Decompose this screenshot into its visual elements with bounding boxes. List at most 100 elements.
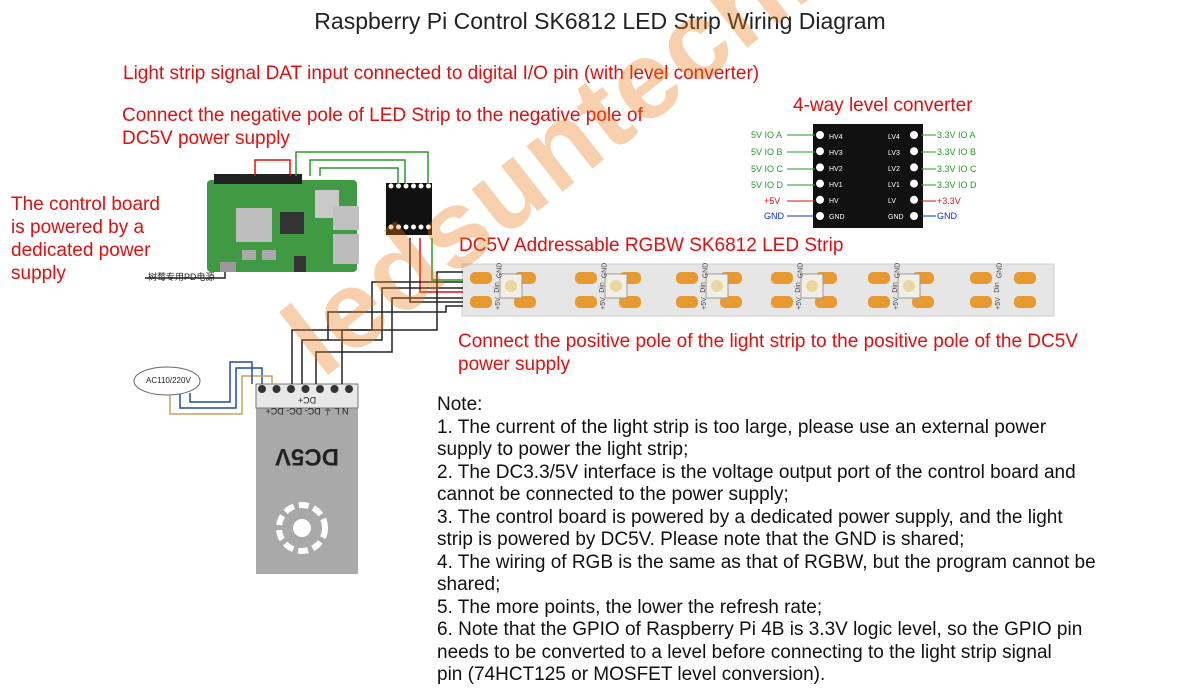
converter-pin xyxy=(816,131,824,139)
lc-chip-left: GND xyxy=(829,214,845,221)
lc-chip-left: HV4 xyxy=(829,134,843,141)
lc-right-label: GND xyxy=(937,211,957,221)
ac-input-cloud xyxy=(133,366,201,396)
strip-solder-pad xyxy=(470,296,492,308)
ac-input-label: AC110/220V xyxy=(146,376,191,385)
strip-name: DC5V Addressable RGBW SK6812 LED Strip xyxy=(459,235,844,256)
strip-pad-label: GND xyxy=(797,262,805,279)
lc-left-label: 5V IO D xyxy=(751,180,784,190)
led-core xyxy=(610,280,622,292)
strip-solder-pad xyxy=(676,296,698,308)
strip-solder-pad xyxy=(868,272,890,284)
lc-left-label: 5V IO B xyxy=(751,147,783,157)
converter-pin xyxy=(388,183,394,189)
strip-solder-pad xyxy=(771,272,793,284)
strip-solder-pad xyxy=(575,272,597,284)
converter-pin xyxy=(418,183,424,189)
converter-pin xyxy=(426,224,431,230)
converter-pin xyxy=(816,195,824,204)
converter-pin xyxy=(816,179,824,188)
lc-chip-right: LV4 xyxy=(888,134,900,141)
converter-pin xyxy=(910,131,918,139)
lc-left-label: 5V IO C xyxy=(751,164,784,174)
converter-pin xyxy=(403,224,409,230)
ps-terminal-screw xyxy=(272,385,281,393)
lc-left-label: 5V IO A xyxy=(751,130,783,140)
strip-solder-pad xyxy=(1014,296,1036,308)
strip-pad-label: GND xyxy=(702,262,710,279)
strip-pad-label: +5V xyxy=(892,297,900,310)
lc-chip-right-labels: LV4 LV3 LV2 LV1 LV GND xyxy=(888,130,904,226)
lc-chip-left: HV3 xyxy=(829,150,843,157)
converter-pin xyxy=(388,224,394,230)
lc-right-label: 3.3V IO C xyxy=(937,164,977,174)
negative-annotation-line2: DC5V power supply xyxy=(122,128,290,149)
note-line: strip is powered by DC5V. Please note th… xyxy=(437,529,965,550)
note-line: 1. The current of the light strip is too… xyxy=(437,416,1047,438)
converter-pin xyxy=(910,195,918,204)
power-supply xyxy=(255,383,359,574)
lc-chip-right: LV1 xyxy=(888,182,900,189)
strip-pad-label: Din xyxy=(794,282,802,293)
note-line: cannot be connected to the power supply; xyxy=(437,484,789,505)
level-converter-annotation: 4-way level converter xyxy=(793,95,973,116)
lc-chip-left-labels: HV4 HV3 HV2 HV1 HV GND xyxy=(829,130,845,226)
ps-label: DC5V xyxy=(274,443,340,470)
lc-right-label: 3.3V IO B xyxy=(937,147,977,157)
strip-pad-label: Din xyxy=(891,282,899,293)
strip-solder-pad xyxy=(720,296,742,308)
strip-pad-label: GND xyxy=(996,262,1004,279)
converter-pin xyxy=(403,183,409,189)
strip-pad-label: Din xyxy=(598,282,606,293)
lc-left-label: +5V xyxy=(764,196,781,206)
ps-terminal-screw xyxy=(258,385,266,393)
converter-pin xyxy=(426,183,431,189)
converter-pin xyxy=(411,183,416,189)
lc-chip-left: HV2 xyxy=(829,166,843,173)
strip-solder-pad xyxy=(619,296,641,308)
notes-heading: Note: xyxy=(437,394,483,415)
strip-pad-label: +5V xyxy=(994,297,1002,310)
note-line: 2. The DC3.3/5V interface is the voltage… xyxy=(437,461,1076,483)
strip-pad-label: GND xyxy=(894,262,902,279)
lc-chip-left: HV xyxy=(829,198,839,205)
strip-solder-pad xyxy=(470,272,492,284)
note-line: pin (74HCT125 or MOSFET level conversion… xyxy=(437,664,826,685)
strip-pad-label: Din xyxy=(493,282,501,293)
led-core xyxy=(903,280,915,292)
converter-pin xyxy=(816,163,824,172)
converter-pin xyxy=(396,224,401,230)
ps-terminal-screw xyxy=(345,385,353,393)
led-strip xyxy=(461,263,1055,317)
board-power-line2: is powered by a xyxy=(11,217,145,238)
lc-chip-right: GND xyxy=(888,214,904,221)
strip-solder-pad xyxy=(575,296,597,308)
strip-pad-label: GND xyxy=(601,262,609,279)
lc-chip-right: LV xyxy=(888,198,897,205)
ps-terminal-screw xyxy=(330,385,339,393)
converter-pin xyxy=(816,147,824,156)
strip-solder-pad xyxy=(1014,272,1036,284)
pd-power-label: 树莓专用PD电源 xyxy=(148,272,215,282)
lc-right-label: +3.3V xyxy=(937,196,961,206)
lc-chip-right: LV3 xyxy=(888,150,900,157)
strip-solder-pad xyxy=(868,296,890,308)
note-line: 5. The more points, the lower the refres… xyxy=(437,596,823,618)
strip-pad-label: Din xyxy=(699,282,707,293)
lc-chip-left: HV1 xyxy=(829,182,843,189)
converter-pin xyxy=(910,147,918,156)
note-line: needs to be converted to a level before … xyxy=(437,641,1052,663)
converter-pin xyxy=(411,224,416,230)
strip-solder-pad xyxy=(815,296,837,308)
lc-right-label: 3.3V IO A xyxy=(937,130,976,140)
converter-pin xyxy=(418,224,424,230)
note-line: 4. The wiring of RGB is the same as that… xyxy=(437,551,1096,573)
ps-terminal-screw xyxy=(316,385,324,393)
strip-solder-pad xyxy=(676,272,698,284)
strip-pad-label: +5V xyxy=(795,297,803,310)
converter-pin xyxy=(910,179,918,188)
converter-pin xyxy=(910,212,918,220)
strip-solder-pad xyxy=(771,296,793,308)
strip-pad-label: Din xyxy=(993,282,1001,293)
